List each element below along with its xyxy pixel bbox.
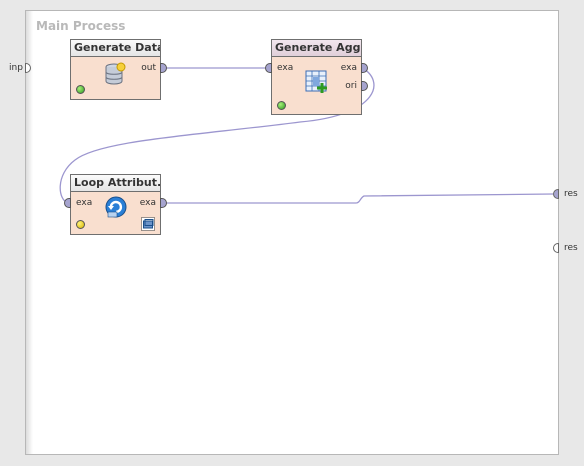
process-output-label-2: res xyxy=(564,243,578,253)
port-label-exa-in: exa xyxy=(76,198,93,208)
process-input-port[interactable] xyxy=(25,63,31,73)
loop-attributes-exa-out-port[interactable] xyxy=(160,198,167,208)
port-label-out: out xyxy=(141,63,156,73)
generate-data-out-port[interactable] xyxy=(160,63,167,73)
generate-agg-exa-out-port[interactable] xyxy=(361,63,368,73)
table-add-icon xyxy=(305,70,327,93)
port-label-ori: ori xyxy=(345,81,357,91)
operator-loop-attributes[interactable]: Loop Attribut... exa exa xyxy=(70,174,161,235)
operator-title: Generate Agg... xyxy=(272,40,361,57)
wire-generate-agg-to-loop-attributes[interactable] xyxy=(59,67,375,204)
status-indicator-yellow xyxy=(76,220,85,229)
port-label-exa-in: exa xyxy=(277,63,294,73)
loop-arrows-icon xyxy=(105,196,127,218)
process-output-port-1[interactable] xyxy=(553,189,559,199)
process-input-label: inp xyxy=(9,63,23,73)
status-indicator-green xyxy=(277,101,286,110)
operator-generate-aggregation[interactable]: Generate Agg... exa exa ori xyxy=(271,39,362,115)
operator-generate-data[interactable]: Generate Data out xyxy=(70,39,161,100)
process-title: Main Process xyxy=(36,19,126,33)
port-label-exa-out: exa xyxy=(340,63,357,73)
operator-title: Loop Attribut... xyxy=(71,175,160,192)
database-icon xyxy=(105,62,126,85)
status-indicator-green xyxy=(76,85,85,94)
wire-loop-attributes-to-result[interactable] xyxy=(161,193,554,204)
process-output-label-1: res xyxy=(564,189,578,199)
port-label-exa-out: exa xyxy=(139,198,156,208)
operator-title: Generate Data xyxy=(71,40,160,57)
process-output-port-2[interactable] xyxy=(553,243,559,253)
generate-agg-exa-in-port[interactable] xyxy=(265,63,272,73)
loop-attributes-exa-in-port[interactable] xyxy=(64,198,71,208)
generate-agg-ori-out-port[interactable] xyxy=(361,81,368,91)
subprocess-icon[interactable] xyxy=(141,217,155,231)
